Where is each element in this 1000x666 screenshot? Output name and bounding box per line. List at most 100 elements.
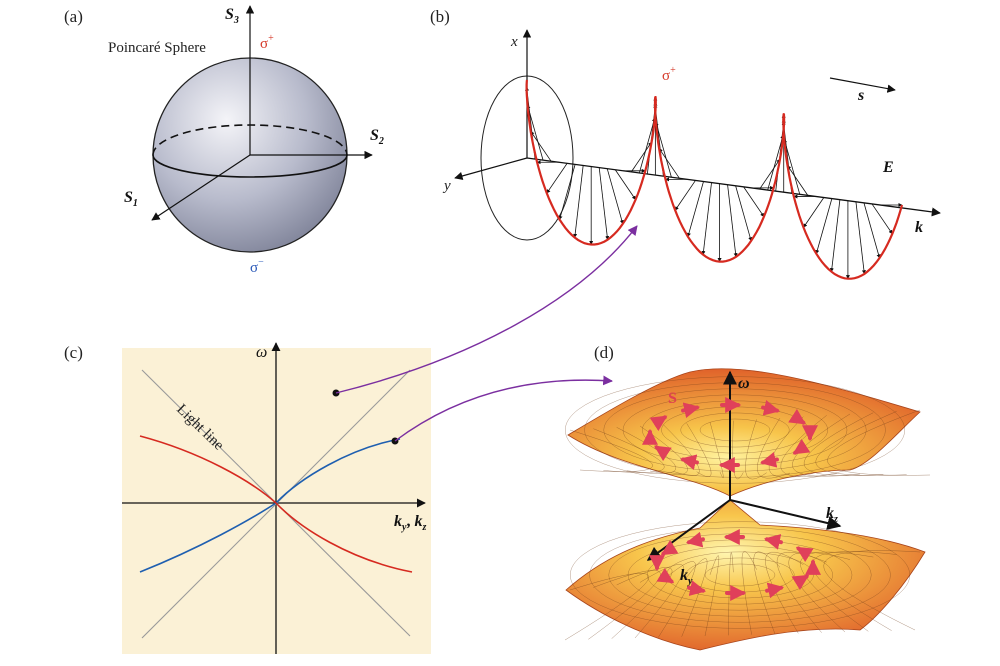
field-arrow [735,185,753,242]
mesh-line [800,551,874,632]
sigma-plus-label-b: σ+ [662,65,676,84]
field-arrow [638,117,656,174]
mesh-line [704,555,720,637]
spin-arrow [681,402,701,419]
mesh-ring [603,388,867,472]
spin-arrow [660,539,679,556]
mesh-ring [647,545,833,605]
omega-label-d: ω [738,375,750,392]
k-axis-label: k [915,219,923,236]
helix-curve [525,79,904,280]
panel-d: (d) ω S kz ky [564,343,931,651]
spin-s-label: S [668,390,677,407]
sigma-minus-label-a: σ− [250,257,264,276]
mesh-line [827,409,931,476]
spin-arrow [687,580,707,596]
field-arrow [606,168,624,225]
connector-arrow-to-b [335,225,638,394]
spin-arrow [654,445,672,462]
x-axis-label: x [510,34,518,50]
mesh-line [803,412,884,477]
s1-axis [151,154,251,221]
spin-arrow [656,567,675,584]
mesh-ring [570,521,910,629]
mesh-line [728,552,734,636]
field-arrow [727,184,738,258]
spin-arrow [795,546,814,563]
panel-b-label: (b) [430,7,450,26]
mesh-ring [589,527,891,623]
spin-arrow [765,582,785,599]
red-dispersion-curve [139,435,413,573]
panel-d-label: (d) [594,343,614,362]
s1-label: S1 [124,189,138,209]
panel-a-label: (a) [64,7,83,26]
mesh-ring [699,418,771,442]
kz-label-d: kz [826,505,838,525]
s2-label: S2 [370,127,384,147]
field-arrow [855,201,866,275]
spin-arrow [792,438,811,455]
mesh-ring [627,539,853,611]
spin-arrow [791,574,810,591]
field-arrow [743,186,765,218]
y-axis-label: y [442,178,451,194]
spin-arrow [788,408,806,425]
mesh-line [663,424,700,476]
field-arrow [701,182,712,256]
field-arrow [686,181,704,238]
helix-field-arrows [525,86,903,280]
field-arrow [546,163,568,194]
spin-arrow [649,415,668,432]
panel-a: (a) Poincaré Sphere S3 S2 S1 σ+ σ− [64,5,384,276]
kz-axis-d [729,499,842,530]
k-axis [526,157,941,217]
field-arrow [614,169,636,200]
lower-dispersion-surface [565,499,926,651]
panel-c: (c) ω Light line ky, kz [64,342,431,654]
spin-arrow [763,534,783,550]
k-label-c: ky, kz [394,513,426,533]
field-arrow [526,104,544,161]
y-axis [454,157,528,181]
omega-label-c: ω [256,344,267,361]
field-arrow [658,148,680,179]
field-arrow [654,121,672,178]
mesh-ring [608,533,872,617]
field-arrow [630,141,652,173]
field-arrow [759,158,781,190]
panel-b: (b) x y k s E σ+ [430,7,941,280]
field-arrow [767,134,785,191]
s-direction-arrow [829,77,896,93]
mesh-line [681,558,708,637]
field-arrow [598,167,610,241]
field-arrow [829,199,841,273]
spin-arrow [759,451,779,468]
sphere-equator-front [152,154,348,178]
s3-label: S3 [225,6,239,26]
spin-arrow [679,454,699,471]
sigma-plus-label-a: σ+ [260,33,274,52]
e-field-label: E [882,159,894,176]
spin-arrow [685,531,705,548]
field-arrow [863,202,881,259]
poincare-title: Poincaré Sphere [108,40,206,56]
field-arrow [558,164,576,220]
mesh-line [823,550,921,631]
field-arrow [573,165,584,238]
field-arrow [871,203,893,235]
mesh-line [741,551,757,635]
connector-arrow-to-d [394,375,613,442]
field-arrow [530,131,552,162]
s-label-b: s [857,87,864,104]
mesh-line [569,429,653,472]
panel-c-label: (c) [64,343,83,362]
field-arrow [674,180,696,211]
spin-arrow [761,399,781,416]
field-arrow [803,197,825,228]
spin-texture-arrows [642,397,821,601]
field-arrow [787,165,809,196]
upper-dispersion-surface [567,368,921,497]
